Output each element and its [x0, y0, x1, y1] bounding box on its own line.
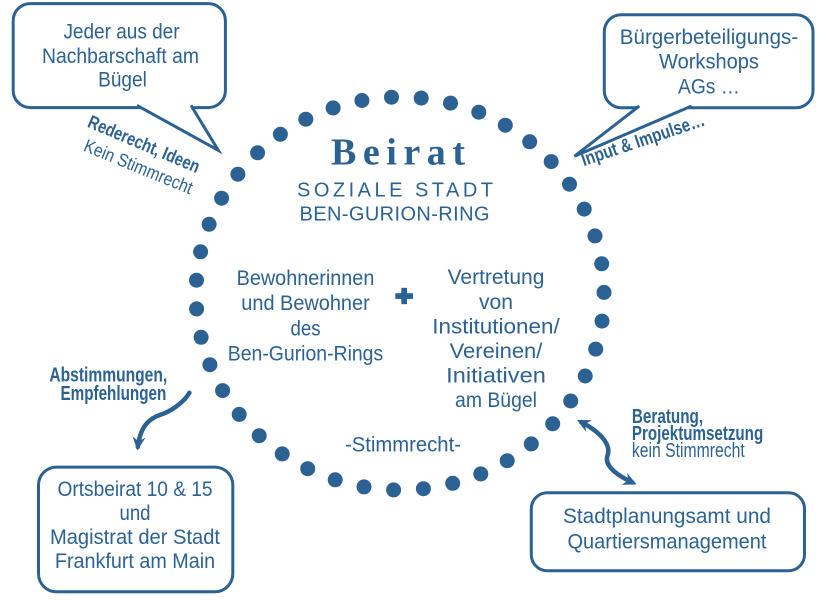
svg-text:-Stimmrecht-: -Stimmrecht- — [345, 434, 461, 457]
svg-text:Abstimmungen,: Abstimmungen, — [49, 364, 167, 386]
svg-text:kein Stimmrecht: kein Stimmrecht — [632, 440, 745, 462]
svg-text:und Bewohner: und Bewohner — [241, 292, 369, 315]
svg-text:Workshops: Workshops — [659, 51, 759, 74]
svg-text:Nachbarschaft am: Nachbarschaft am — [42, 44, 199, 68]
svg-text:AGs …: AGs … — [678, 76, 740, 99]
svg-text:Vereinen/: Vereinen/ — [450, 340, 543, 363]
svg-text:Frankfurt am Main: Frankfurt am Main — [55, 550, 215, 573]
svg-text:Beirat: Beirat — [331, 131, 465, 173]
svg-text:Vertretung: Vertretung — [448, 266, 545, 289]
svg-text:BEN-GURION-RING: BEN-GURION-RING — [300, 203, 490, 225]
svg-text:des: des — [290, 317, 320, 340]
svg-text:Initiativen: Initiativen — [446, 365, 546, 388]
svg-text:Stadtplanungsamt und: Stadtplanungsamt und — [563, 504, 771, 528]
svg-text:SOZIALE STADT: SOZIALE STADT — [297, 180, 493, 202]
svg-text:Magistrat der Stadt: Magistrat der Stadt — [50, 526, 220, 549]
svg-text:Bürgerbeteiligungs-: Bürgerbeteiligungs- — [620, 26, 798, 49]
svg-text:Quartiersmanagement: Quartiersmanagement — [568, 530, 767, 554]
svg-text:Bügel: Bügel — [98, 68, 147, 92]
svg-text:Institutionen/: Institutionen/ — [432, 315, 560, 338]
svg-text:Ben-Gurion-Rings: Ben-Gurion-Rings — [228, 343, 383, 366]
svg-text:und: und — [120, 502, 151, 525]
svg-text:Bewohnerinnen: Bewohnerinnen — [237, 267, 375, 290]
svg-text:von: von — [479, 291, 513, 314]
svg-text:Jeder aus der: Jeder aus der — [63, 19, 179, 43]
svg-text:am Bügel: am Bügel — [455, 389, 537, 412]
svg-text:Ortsbeirat 10 & 15: Ortsbeirat 10 & 15 — [58, 478, 213, 501]
svg-text:Empfehlungen: Empfehlungen — [61, 383, 167, 405]
svg-text:Beratung,: Beratung, — [632, 406, 703, 428]
svg-text:Projektumsetzung: Projektumsetzung — [632, 423, 763, 445]
